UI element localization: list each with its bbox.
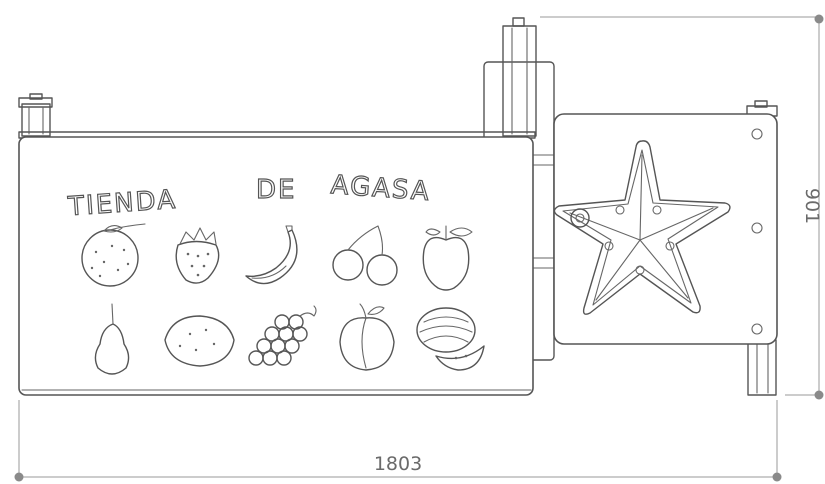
dimension-end-dot	[14, 472, 24, 482]
pear-icon	[94, 303, 130, 375]
width-dimension-label: 1803	[374, 453, 422, 475]
bolt-icon	[751, 323, 763, 335]
dimension-end-dot	[814, 14, 824, 24]
height-dimension	[540, 14, 824, 400]
height-dimension-label: 901	[801, 188, 823, 224]
grapes-icon	[248, 305, 317, 366]
dimension-end-dot	[814, 390, 824, 400]
title-word-2: DE	[256, 175, 296, 205]
orange-icon	[81, 223, 146, 287]
banana-icon	[245, 225, 298, 285]
strawberry-icon	[175, 227, 220, 284]
dimension-end-dot	[772, 472, 782, 482]
peach-icon	[339, 303, 395, 371]
width-dimension	[14, 400, 782, 482]
title-word-3: AGASA	[330, 170, 432, 207]
bolt-icon	[751, 222, 763, 234]
cherries-icon	[332, 225, 398, 286]
apple-icon	[422, 225, 473, 291]
starfish-icon	[553, 140, 731, 315]
watermelon-icon	[416, 307, 485, 371]
fruit-shop-panel	[18, 131, 536, 396]
bolt-icon	[751, 128, 763, 140]
left-post	[18, 93, 53, 137]
lemon-icon	[164, 315, 235, 367]
